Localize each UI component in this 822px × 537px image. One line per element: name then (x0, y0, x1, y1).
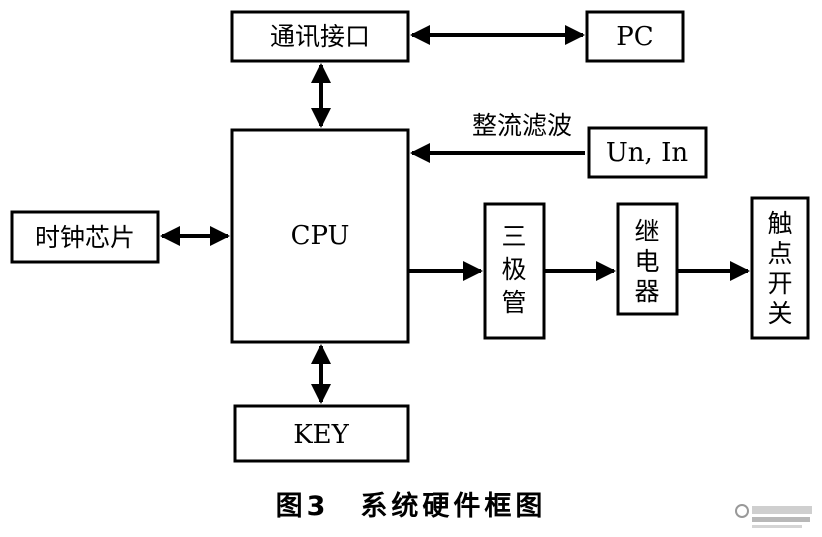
key-box (233, 404, 410, 463)
figure-caption: 图3 系统硬件框图 (276, 490, 547, 522)
relay-box (616, 202, 679, 316)
key-label: KEY (293, 420, 349, 450)
contact-switch-char-2: 点 (767, 239, 792, 268)
comm-interface-box (230, 10, 410, 63)
relay-char-3: 器 (634, 277, 659, 306)
transistor-char-3: 管 (501, 288, 526, 317)
cpu-box (230, 128, 410, 344)
un-in-label: Un, In (606, 138, 688, 168)
pc-label: PC (616, 22, 653, 52)
cpu-label: CPU (291, 221, 350, 251)
transistor-box (483, 202, 546, 340)
clock-chip-box (10, 210, 160, 264)
comm-interface-label: 通讯接口 (270, 22, 370, 51)
transistor-char-2: 极 (501, 255, 526, 284)
transistor-char-1: 三 (501, 222, 526, 251)
contact-switch-box (750, 196, 810, 340)
pc-box (585, 10, 685, 63)
rectify-filter-label: 整流滤波 (472, 111, 572, 140)
un-in-box (587, 126, 708, 179)
contact-switch-char-3: 开 (767, 269, 792, 298)
relay-char-2: 电 (634, 247, 659, 276)
contact-switch-char-1: 触 (767, 209, 792, 238)
contact-switch-char-4: 关 (767, 299, 792, 328)
relay-char-1: 继 (634, 217, 659, 246)
eeworld-watermark-logo (735, 504, 812, 528)
clock-chip-label: 时钟芯片 (35, 223, 135, 252)
